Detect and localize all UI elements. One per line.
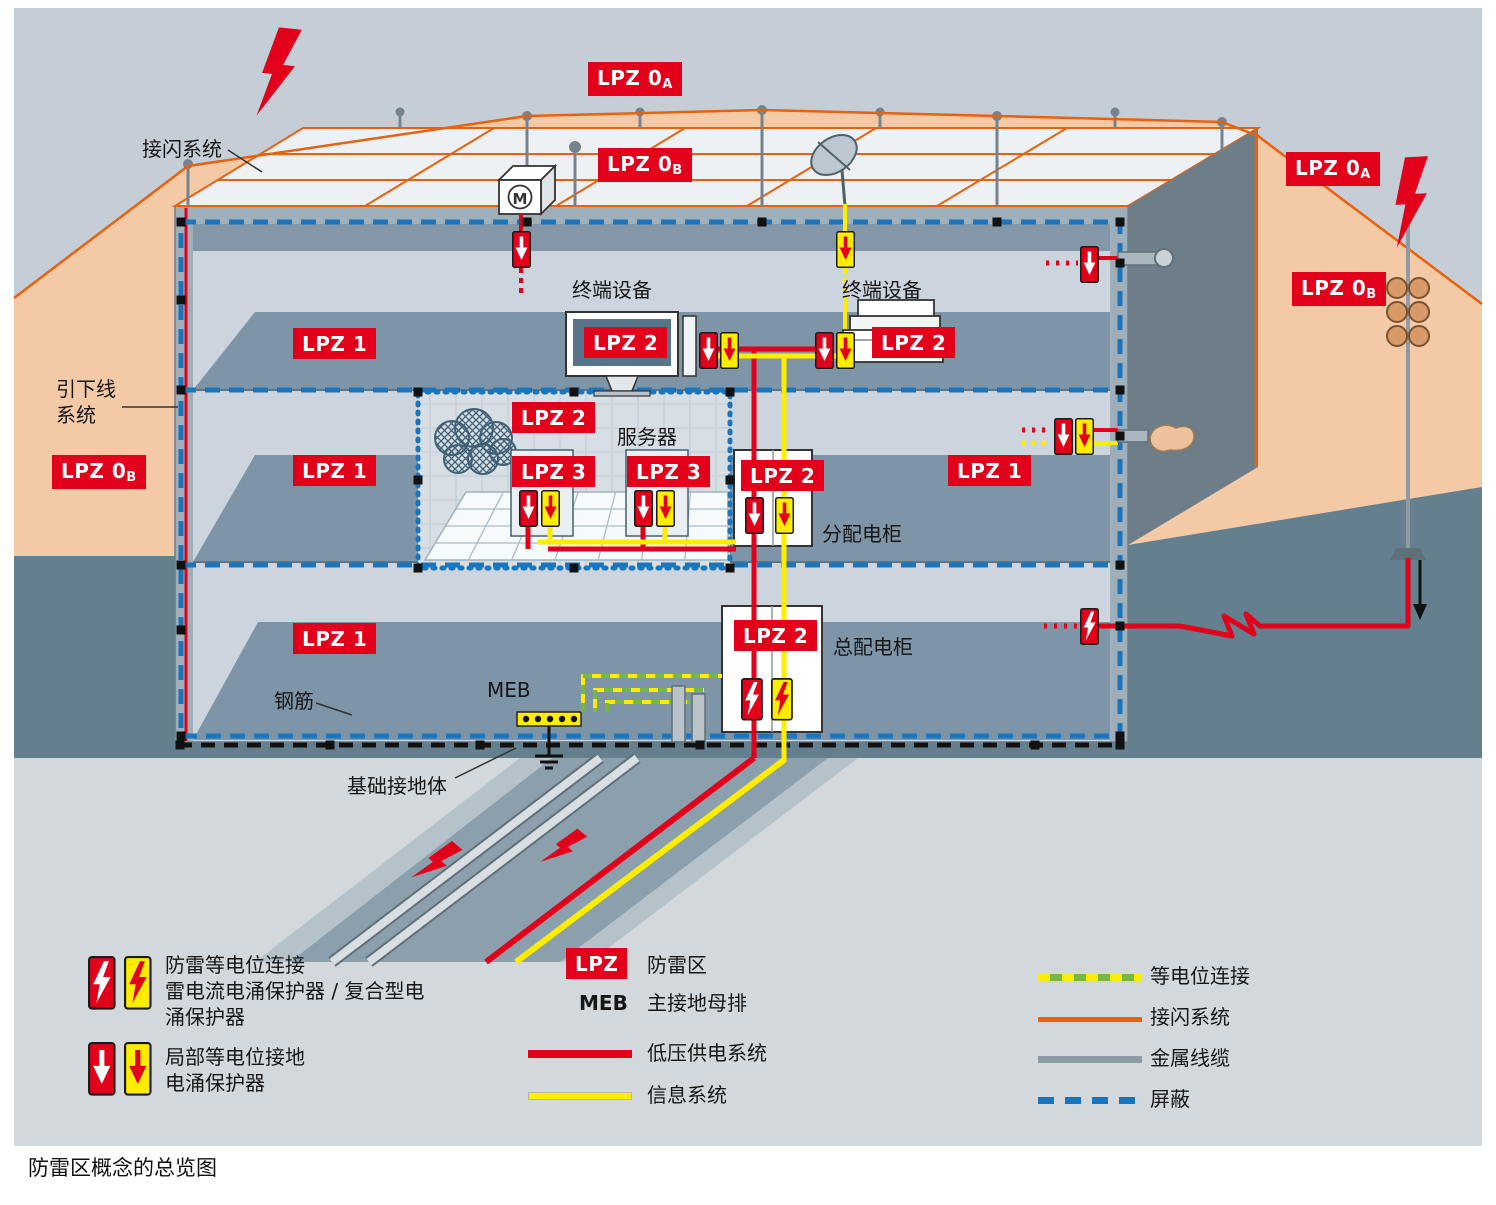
legend-equipotential-label: 等电位连接 <box>1150 964 1250 988</box>
lpz-badge-1-middle-left: LPZ 1 <box>293 455 377 486</box>
label-pointers <box>122 149 517 779</box>
bonding-nodes <box>175 217 1125 750</box>
spd-rack1-power <box>519 490 538 527</box>
spd-main-cabinet-info <box>770 677 793 721</box>
lpz-badge-3-rack2: LPZ 3 <box>627 456 711 487</box>
lpz-badge-0b-left: LPZ 0B <box>52 455 146 489</box>
lpz-badge-2-monitor: LPZ 2 <box>584 327 668 358</box>
legend-arrow-spd-yellow-icon <box>124 1042 152 1096</box>
floor-slab-ground <box>193 622 1110 740</box>
legend-power-label: 低压供电系统 <box>647 1041 767 1065</box>
lpz-badge-1-middle-right: LPZ 1 <box>948 455 1032 486</box>
spd-monitor-power <box>699 332 718 369</box>
legend-bolt-spd-text: 防雷等电位连接 雷电流电涌保护器 / 复合型电 涌保护器 <box>165 953 425 1029</box>
equipotential-lines <box>581 674 722 712</box>
distribution-cabinet-label: 分配电柜 <box>822 522 902 546</box>
spd-antenna <box>836 231 855 268</box>
spd-rack1-info <box>541 490 560 527</box>
lpz-badge-2-server-room: LPZ 2 <box>512 402 596 433</box>
spd-main-cabinet-power <box>740 677 763 721</box>
legend-air-termination-label: 接闪系统 <box>1150 1005 1230 1029</box>
service-pipe-top <box>1117 248 1174 268</box>
incoming-power-line <box>1099 558 1411 639</box>
spd-wall-top <box>1080 246 1099 283</box>
ground <box>14 487 1482 758</box>
lpz-badge-2-dist-cabinet: LPZ 2 <box>741 460 825 491</box>
hand-icon <box>1149 424 1195 452</box>
spd-wall-mid-info <box>1075 418 1094 455</box>
terminal-equipment-right-label: 终端设备 <box>842 278 922 302</box>
ceiling-slab <box>193 224 1110 251</box>
legend-info-label: 信息系统 <box>647 1083 727 1107</box>
motor-unit: M <box>496 163 558 217</box>
legend-arrow-spd-red-icon <box>88 1042 116 1096</box>
legend-metal-cable-swatch <box>1038 1056 1142 1063</box>
legend-lightning-spd-red-icon <box>88 956 116 1010</box>
legend-meb-abbr: MEB <box>579 991 628 1015</box>
spd-rack2-power <box>634 490 653 527</box>
riser-pipes <box>671 685 706 743</box>
server-label: 服务器 <box>617 425 677 449</box>
main-distribution-cabinet-label: 总配电柜 <box>833 635 913 659</box>
meb-label: MEB <box>487 678 531 702</box>
legend-power-line-swatch <box>528 1050 632 1058</box>
spd-monitor-info <box>720 332 739 369</box>
network-cloud <box>434 408 517 475</box>
spd-rack2-info <box>656 490 675 527</box>
legend-air-termination-swatch <box>1038 1017 1142 1022</box>
satellite-dish-icon <box>810 134 858 207</box>
spd-dist-cabinet-info <box>775 497 794 534</box>
legend-lpz-label: 防雷区 <box>647 953 707 977</box>
down-conductor-label: 引下线 系统 <box>56 377 116 427</box>
lpz-badge-1-upper: LPZ 1 <box>293 328 377 359</box>
spd-printer-info <box>836 332 855 369</box>
lpz-badge-3-rack1: LPZ 3 <box>512 456 596 487</box>
figure-caption: 防雷区概念的总览图 <box>28 1156 217 1180</box>
floodlight-pole <box>1386 196 1430 560</box>
legend-shield-label: 屏蔽 <box>1150 1087 1190 1111</box>
legend-arrow-spd-text: 局部等电位接地 电涌保护器 <box>165 1045 305 1095</box>
motor-letter: M <box>513 190 528 208</box>
spd-printer-power <box>815 332 834 369</box>
legend-lightning-spd-yellow-icon <box>124 956 152 1010</box>
legend-metal-cable-label: 金属线缆 <box>1150 1046 1230 1070</box>
lpz-badge-1-ground: LPZ 1 <box>293 623 377 654</box>
lpz-badge-0b-right: LPZ 0B <box>1292 272 1386 306</box>
spd-dist-cabinet-power <box>745 497 764 534</box>
spd-wall-mid-power <box>1054 418 1073 455</box>
legend-shield-swatch <box>1038 1097 1142 1104</box>
lpz-badge-0a-top: LPZ 0A <box>588 62 682 96</box>
legend-equipotential-swatch <box>1038 974 1142 981</box>
buried-power-cable <box>484 755 756 965</box>
service-pipe-middle <box>1117 424 1195 452</box>
spd-motor <box>512 231 531 268</box>
lpz-badge-0a-right: LPZ 0A <box>1286 152 1380 186</box>
legend-meb-label: 主接地母排 <box>647 991 747 1015</box>
spd-service-entry <box>1080 608 1099 645</box>
legend-info-line-swatch <box>528 1092 632 1100</box>
protective-angle-line <box>13 108 1483 305</box>
buried-info-cable <box>514 757 786 965</box>
lpz-badge-2-main-cabinet: LPZ 2 <box>734 620 818 651</box>
pole-earth-arrow <box>1413 560 1427 620</box>
lpz-badge-2-printer: LPZ 2 <box>872 327 956 358</box>
lpz-badge-0b-roof: LPZ 0B <box>598 148 692 182</box>
terminal-equipment-left-label: 终端设备 <box>572 278 652 302</box>
air-termination-label: 接闪系统 <box>142 137 222 161</box>
legend-lpz-badge: LPZ <box>566 948 628 979</box>
foundation-earth-label: 基础接地体 <box>347 774 447 798</box>
cable-trench <box>255 753 858 967</box>
rebar-label: 钢筋 <box>274 689 314 713</box>
roof <box>171 127 1262 207</box>
meb-busbar <box>516 711 582 727</box>
earth-symbol <box>535 726 563 770</box>
